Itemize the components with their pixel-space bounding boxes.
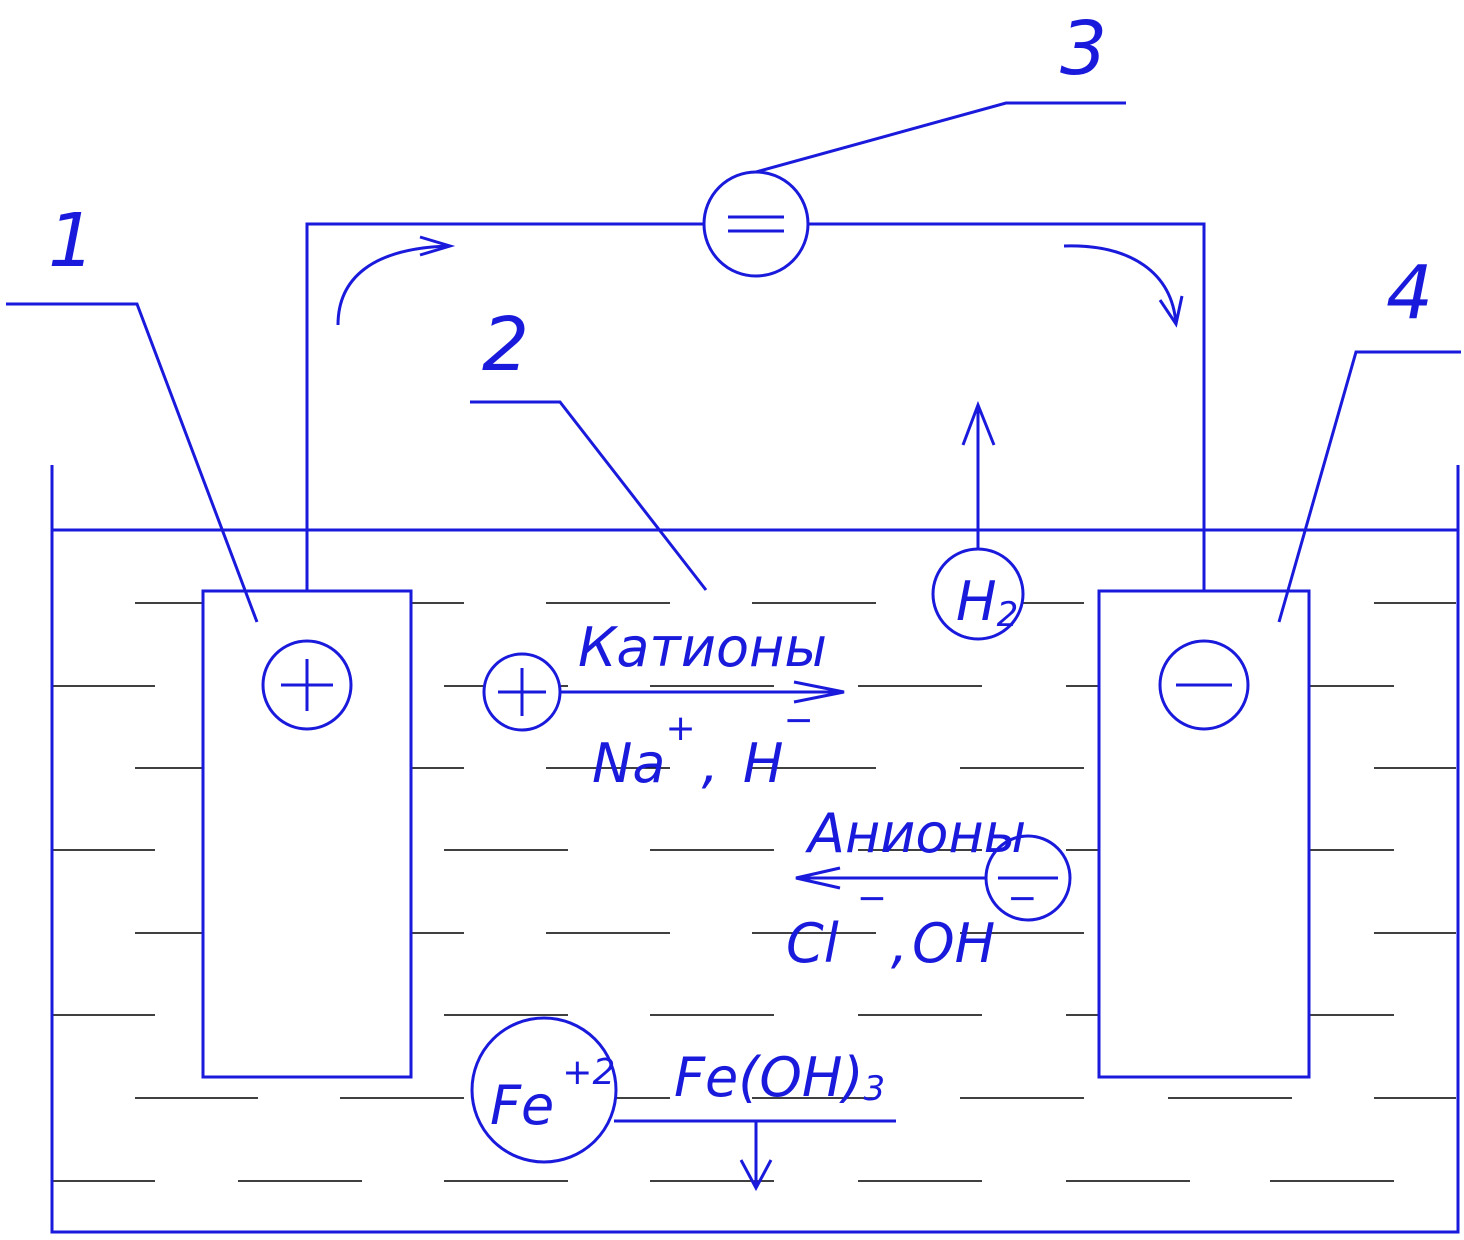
callout-2-leader [470, 400, 708, 591]
callout-3-leader [755, 101, 1126, 174]
cathode-minus-icon [1158, 639, 1250, 731]
cation-group: Катионы Na+,H− [482, 616, 845, 795]
iron-ion-group: Fe+2 Fe(OH)3 [470, 1016, 896, 1192]
h2-bubble: H2 [931, 400, 1025, 641]
callout-2: 2 [482, 302, 529, 388]
anion-minus-icon [984, 834, 1072, 922]
feoh3-label: Fe(OH)3 [674, 1046, 885, 1109]
callout-4: 4 [1386, 250, 1433, 336]
anions-formula: Cl−,OH− [786, 878, 1037, 975]
callout-4-leader [1277, 350, 1461, 623]
h2-label: H2 [956, 570, 1018, 635]
anion-group: Анионы Cl−,OH− [786, 802, 1072, 975]
cathode-plate [1097, 589, 1311, 1079]
callout-1: 1 [48, 198, 95, 284]
circuit-wire [305, 222, 1206, 591]
tank [50, 465, 1460, 1234]
cations-title: Катионы [578, 616, 827, 679]
dc-source-icon [702, 170, 810, 278]
callout-3: 3 [1060, 6, 1107, 92]
anions-title: Анионы [805, 802, 1026, 865]
current-arrow-left [336, 235, 456, 326]
callout-1-leader [6, 302, 259, 623]
anode-plus-icon [261, 639, 353, 731]
cations-formula: Na+,H− [592, 700, 814, 795]
fe-ion-label: Fe+2 [490, 1052, 615, 1137]
cation-plus-icon [482, 652, 562, 732]
current-arrow-right [1063, 244, 1184, 328]
